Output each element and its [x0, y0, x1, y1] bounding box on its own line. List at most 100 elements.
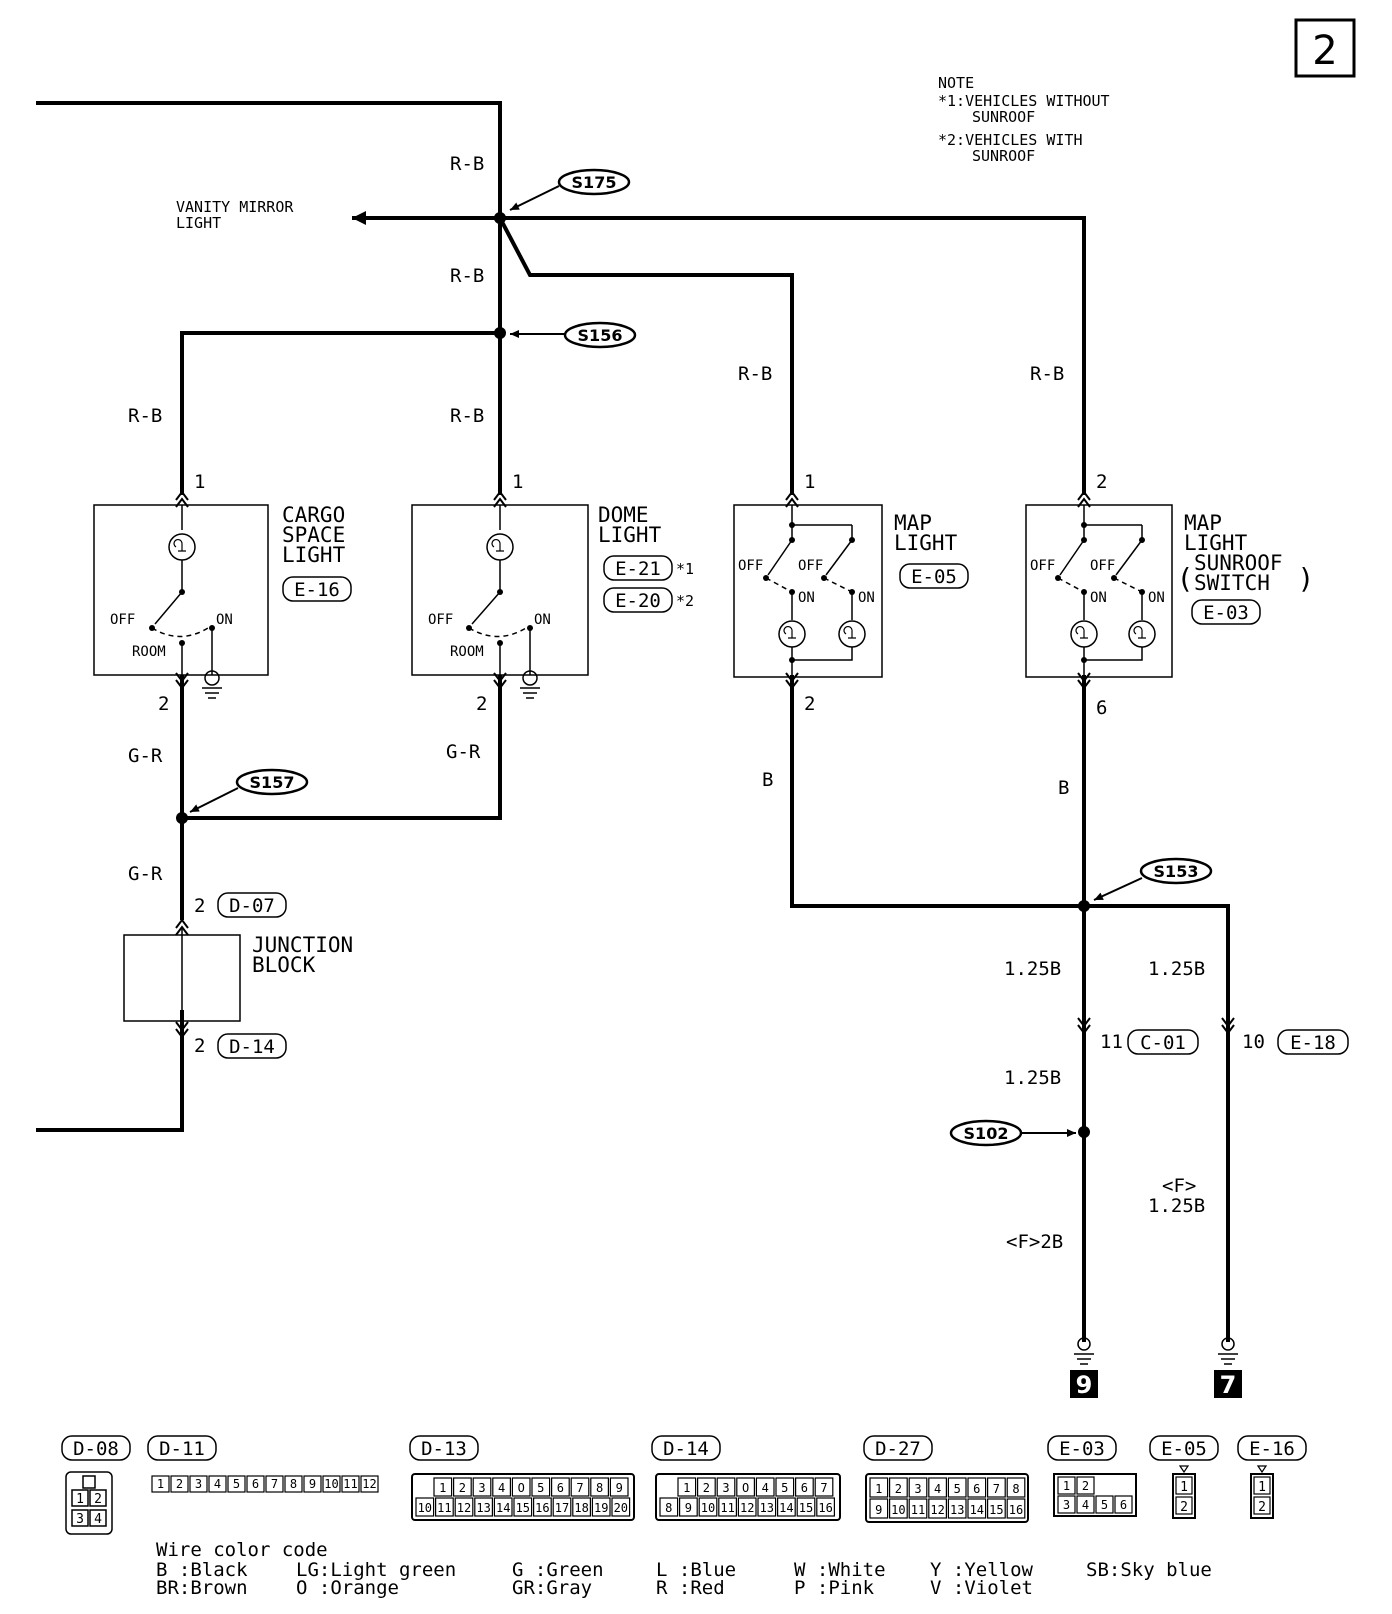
svg-text:6: 6 — [252, 1477, 259, 1491]
d13-pin — [532, 1497, 552, 1517]
svg-text:10: 10 — [418, 1501, 432, 1515]
splice-s156: S156 — [510, 321, 637, 349]
wire-rb-top — [36, 101, 502, 218]
page-number: 2 — [1312, 28, 1337, 74]
wire-rb-sunroof-map — [500, 216, 1086, 495]
svg-text:13: 13 — [950, 1503, 964, 1517]
connector-e16: E-16 1 2 — [1237, 1435, 1307, 1519]
svg-text:1: 1 — [804, 471, 815, 493]
d14-pin — [696, 1477, 716, 1497]
svg-text:S175: S175 — [572, 173, 617, 192]
d13-pin — [474, 1497, 493, 1517]
vanity-arrowhead — [352, 211, 366, 225]
svg-text:7: 7 — [820, 1481, 827, 1495]
svg-text:17: 17 — [555, 1501, 569, 1515]
svg-text:11: 11 — [911, 1503, 925, 1517]
svg-text:11: 11 — [343, 1477, 357, 1491]
svg-text:SPACE: SPACE — [282, 523, 345, 547]
svg-text:9: 9 — [616, 1481, 623, 1495]
svg-text:5: 5 — [954, 1482, 961, 1496]
d13-pin — [415, 1497, 435, 1517]
wire-color-legend: Wire color code B :BlackBR:BrownLG:Light… — [156, 1539, 1212, 1599]
d27-pin — [986, 1477, 1006, 1498]
svg-text:8: 8 — [1012, 1482, 1019, 1496]
svg-text:2: 2 — [194, 895, 205, 917]
svg-text:12: 12 — [362, 1477, 376, 1491]
wire-color-entry: LG:Light green — [296, 1559, 456, 1581]
svg-text:OFF: OFF — [428, 612, 453, 628]
svg-text:S153: S153 — [1154, 862, 1199, 881]
d13-pin — [611, 1497, 631, 1517]
svg-text:G-R: G-R — [128, 863, 163, 885]
svg-text:*1:VEHICLES WITHOUT: *1:VEHICLES WITHOUT — [938, 92, 1110, 110]
wire-color-entry: W :White — [794, 1559, 886, 1581]
svg-text:E-16: E-16 — [294, 579, 340, 601]
wire-color-entry: B :Black — [156, 1559, 248, 1581]
wire-b-e18 — [1084, 904, 1230, 1030]
svg-text:3: 3 — [76, 1512, 84, 1527]
d11-pin — [341, 1475, 360, 1493]
wire-color-entry: V :Violet — [930, 1577, 1033, 1599]
svg-text:4: 4 — [762, 1481, 769, 1495]
svg-text:3: 3 — [1063, 1498, 1070, 1512]
svg-text:DOME: DOME — [598, 503, 649, 527]
svg-text:1: 1 — [1180, 1480, 1188, 1495]
lower-connectors: 11 C-01 10 E-18 — [1100, 1029, 1349, 1055]
d11-pin — [170, 1475, 189, 1493]
d13-pin — [435, 1497, 454, 1517]
d27-pin — [908, 1477, 928, 1498]
svg-text:1: 1 — [76, 1492, 84, 1507]
svg-text:1: 1 — [683, 1481, 690, 1495]
d14-pin — [698, 1497, 718, 1517]
svg-text:*1: *1 — [676, 560, 694, 578]
svg-text:6: 6 — [973, 1482, 980, 1496]
d13-pin — [433, 1477, 453, 1497]
splice-s157: S157 — [189, 768, 309, 813]
d14-pin — [755, 1477, 775, 1497]
svg-text:2: 2 — [1082, 1479, 1089, 1493]
e03-pin — [1114, 1495, 1133, 1514]
d14-pin — [718, 1497, 737, 1517]
d27-pin — [928, 1498, 947, 1519]
svg-text:R-B: R-B — [1030, 363, 1064, 385]
svg-text:6: 6 — [1120, 1498, 1127, 1512]
svg-text:14: 14 — [970, 1503, 984, 1517]
e03-pin — [1076, 1476, 1095, 1495]
svg-text:E-05: E-05 — [911, 566, 957, 588]
svg-text:G-R: G-R — [128, 745, 163, 767]
svg-text:12: 12 — [457, 1501, 471, 1515]
svg-text:LIGHT: LIGHT — [598, 523, 662, 547]
svg-text:15: 15 — [989, 1503, 1003, 1517]
wire-gr-junction-out — [36, 1010, 184, 1132]
page-number-box: 2 — [1294, 18, 1356, 78]
svg-text:4: 4 — [214, 1477, 221, 1491]
svg-text:4: 4 — [94, 1512, 102, 1527]
svg-text:5: 5 — [781, 1481, 788, 1495]
svg-text:E-16: E-16 — [1249, 1438, 1295, 1460]
ground-icon — [520, 670, 540, 699]
svg-text:3: 3 — [722, 1481, 729, 1495]
svg-text:1: 1 — [157, 1477, 164, 1491]
d27-pin — [928, 1477, 947, 1498]
svg-text:JUNCTION: JUNCTION — [252, 933, 353, 957]
svg-text:9: 9 — [685, 1501, 692, 1515]
d13-pin — [572, 1497, 591, 1517]
d13-pin — [492, 1477, 511, 1497]
wire-rb-cargo — [180, 331, 500, 495]
svg-text:3: 3 — [195, 1477, 202, 1491]
junction-dots — [176, 212, 1090, 1138]
svg-text:LIGHT: LIGHT — [894, 531, 958, 555]
d27-pin — [1006, 1498, 1026, 1519]
d27-pin — [967, 1498, 987, 1519]
d27-pin — [869, 1498, 889, 1519]
svg-text:ON: ON — [858, 590, 875, 606]
d27-pin — [869, 1477, 889, 1498]
svg-text:4: 4 — [1082, 1498, 1089, 1512]
svg-text:Wire color code: Wire color code — [156, 1539, 328, 1561]
svg-text:5: 5 — [1101, 1498, 1108, 1512]
svg-text:S102: S102 — [964, 1124, 1009, 1143]
d11-pin — [303, 1475, 322, 1493]
